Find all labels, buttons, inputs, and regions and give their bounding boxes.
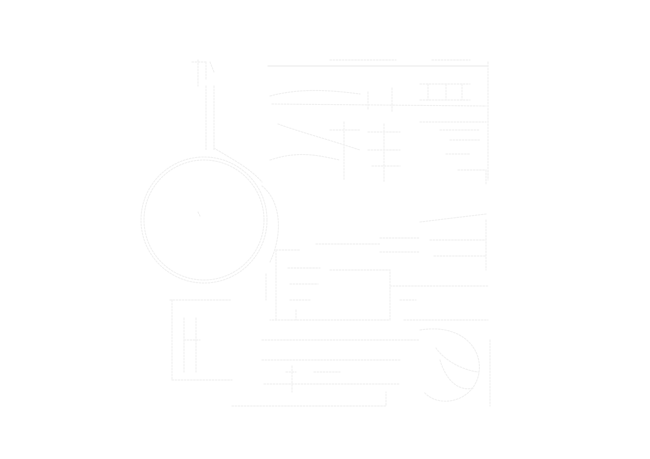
bottom-left-bracket <box>169 299 233 381</box>
top-right-block <box>267 59 489 185</box>
large-circle <box>140 156 280 284</box>
bottom-strokes <box>231 339 421 407</box>
left-stem <box>191 59 263 183</box>
bottom-right-disc <box>419 328 491 407</box>
middle-right-block <box>265 213 489 321</box>
